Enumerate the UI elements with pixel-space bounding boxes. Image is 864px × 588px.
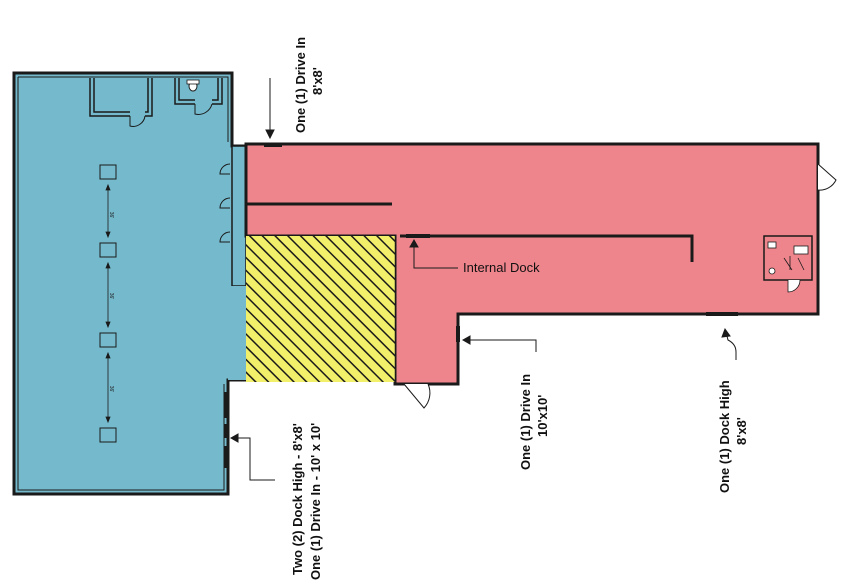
drive-in-top-label: One (1) Drive In [293,37,308,133]
toilet-icon [768,267,776,275]
dock-high-door-left-1 [224,392,228,418]
arrow-icon [721,327,737,360]
door-swing-icon [219,163,231,243]
warehouse-inner-wall [18,76,229,142]
column-row [99,164,117,443]
shared-hatched-area [246,236,395,382]
connecting-corridor [231,145,247,287]
arrow-icon [229,433,275,481]
door-swing-icon [787,279,801,293]
office-room [89,78,153,117]
interior-partition [400,234,694,262]
dock-high-door-right [706,312,738,316]
dock-high-right-size: 8'x8' [734,417,749,445]
column-icon [99,164,117,180]
left-bottom-label-2: One (1) Drive In - 10' x 10' [308,423,323,580]
warehouse-space [12,71,247,496]
door-swing-icon [403,383,431,409]
dimension-arrows [105,183,111,424]
sink-icon [186,79,200,85]
sink-icon [767,241,777,249]
left-bottom-label-1: Two (2) Dock High - 8'x8' [290,423,305,575]
restroom-room [174,78,223,105]
internal-dock-door [406,234,430,238]
warehouse-lower-block [228,286,246,380]
sink-icon [793,245,809,255]
dock-high-door-left-2 [224,424,228,438]
arrow-icon [265,78,275,140]
drive-in-door-mid [456,326,460,342]
door-swing-icon [129,115,146,127]
dimension-label: 36' [108,386,114,393]
door-swing-icon [817,163,837,191]
internal-dock-label: Internal Dock [463,260,540,275]
drive-in-mid-size: 10'x10' [535,395,550,437]
restroom-fixture [783,256,805,271]
drive-in-door-top [264,143,282,147]
dimension-label: 36' [108,293,114,300]
dimension-label: 36' [108,212,114,219]
column-icon [99,427,117,443]
arrow-icon [409,238,458,269]
door-swing-icon [194,103,213,115]
arrow-icon [461,335,537,352]
drive-in-door-left [224,446,228,468]
drive-in-mid-label: One (1) Drive In [518,374,533,470]
dock-high-right-label: One (1) Dock High [717,380,732,493]
column-icon [99,242,117,258]
drive-in-top-size: 8'x8' [310,67,325,95]
column-icon [99,332,117,348]
